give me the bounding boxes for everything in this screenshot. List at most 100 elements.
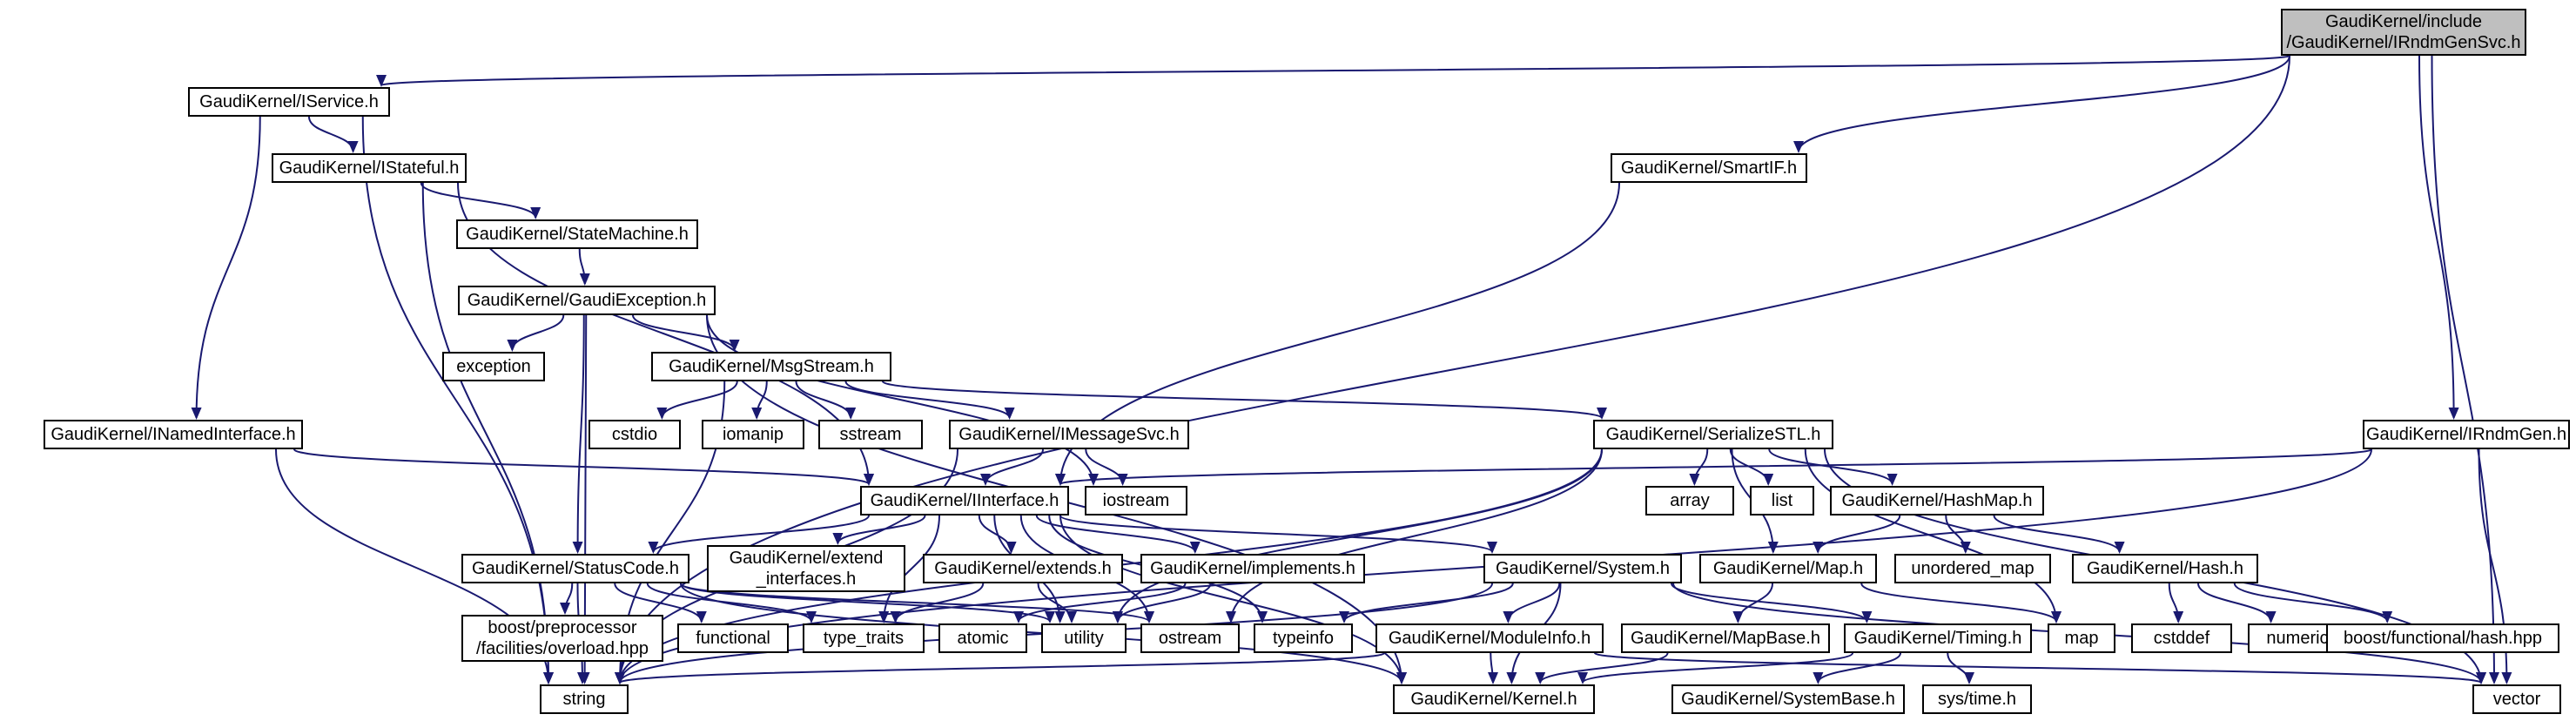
node-label: GaudiKernel/SerializeSTL.h (1605, 425, 1821, 444)
node-istateful[interactable]: GaudiKernel/IStateful.h (272, 153, 467, 183)
edge-root-vector (2431, 55, 2499, 684)
node-iostream: iostream (1085, 486, 1187, 515)
node-boosthash: boost/functional/hash.hpp (2326, 623, 2559, 653)
node-statemachine[interactable]: GaudiKernel/StateMachine.h (456, 219, 698, 249)
node-label: iomanip (722, 425, 784, 444)
node-system[interactable]: GaudiKernel/System.h (1483, 554, 1682, 583)
node-label: atomic (957, 629, 1009, 648)
node-iomanip: iomanip (702, 420, 804, 449)
node-iinterface[interactable]: GaudiKernel/IInterface.h (860, 486, 1069, 515)
edge-hashmap-map_h (1813, 515, 1901, 554)
edge-moduleinfo-kernel (1487, 652, 1498, 684)
edge-gaudiexception-exception (507, 314, 565, 352)
edge-inamedinterface-iinterface (293, 448, 874, 486)
node-timing[interactable]: GaudiKernel/Timing.h (1844, 623, 2032, 653)
node-label: GaudiKernel/IMessageSvc.h (958, 425, 1180, 444)
node-boostpp: boost/preprocessor /facilities/overload.… (461, 615, 663, 662)
node-inamedinterface[interactable]: GaudiKernel/INamedInterface.h (44, 420, 303, 449)
node-label: GaudiKernel/extend _interfaces.h (729, 549, 884, 589)
edge-msgstream-serializestl (882, 381, 1607, 420)
node-label: sstream (839, 425, 902, 444)
node-hash[interactable]: GaudiKernel/Hash.h (2072, 554, 2258, 583)
edge-moduleinfo-vector (1594, 652, 2486, 684)
node-extends[interactable]: GaudiKernel/extends.h (923, 554, 1123, 583)
edge-iinterface-kernel (1059, 515, 1407, 684)
node-iservice[interactable]: GaudiKernel/IService.h (188, 87, 390, 117)
node-label: functional (696, 629, 770, 648)
edge-istateful-statemachine (420, 182, 541, 219)
node-kernel[interactable]: GaudiKernel/Kernel.h (1393, 684, 1595, 714)
node-label: map (2064, 629, 2099, 648)
edge-implements-atomic (1013, 583, 1187, 623)
node-label: vector (2492, 690, 2541, 709)
node-string: string (540, 684, 629, 714)
node-moduleinfo[interactable]: GaudiKernel/ModuleInfo.h (1375, 623, 1604, 653)
node-label: GaudiKernel/Map.h (1712, 559, 1864, 578)
edge-msgstream-cstdio (656, 381, 738, 420)
node-serializestl[interactable]: GaudiKernel/SerializeSTL.h (1593, 420, 1833, 449)
node-implements[interactable]: GaudiKernel/implements.h (1140, 554, 1365, 583)
node-systembase[interactable]: GaudiKernel/SystemBase.h (1671, 684, 1905, 714)
node-label: GaudiKernel/SystemBase.h (1681, 690, 1895, 709)
edge-system-timing (1671, 583, 1873, 623)
node-extendinterfaces[interactable]: GaudiKernel/extend _interfaces.h (707, 545, 905, 592)
node-label: array (1670, 491, 1710, 510)
node-hashmap[interactable]: GaudiKernel/HashMap.h (1830, 486, 2044, 515)
node-gaudiexception[interactable]: GaudiKernel/GaudiException.h (458, 286, 716, 315)
edge-mapbase-kernel (1535, 652, 1669, 684)
edge-hash-cstddef (2168, 583, 2184, 623)
node-label: GaudiKernel/StateMachine.h (466, 225, 689, 244)
node-systime: sys/time.h (1922, 684, 2032, 714)
edge-root-smartif (1793, 55, 2290, 153)
node-label: GaudiKernel/Kernel.h (1410, 690, 1577, 709)
node-utility: utility (1041, 623, 1127, 653)
edge-root-iservice (377, 55, 2290, 87)
node-exception: exception (442, 352, 545, 381)
node-label: exception (456, 357, 531, 376)
edge-system-typeinfo (1339, 583, 1514, 623)
edge-serializestl-array (1689, 448, 1709, 486)
edge-iservice-istateful (308, 116, 359, 153)
node-smartif[interactable]: GaudiKernel/SmartIF.h (1611, 153, 1807, 183)
node-label: GaudiKernel/IService.h (199, 92, 379, 111)
node-label: sys/time.h (1937, 690, 2017, 709)
edge-msgstream-sstream (795, 381, 857, 420)
node-label: GaudiKernel/HashMap.h (1841, 491, 2033, 510)
edge-irndmgen-iinterface (1055, 448, 2372, 486)
edge-hash-numeric (2197, 583, 2277, 623)
edge-gaudiexception-iostream (706, 314, 1099, 486)
node-ostream: ostream (1140, 623, 1240, 653)
edge-implements-utility (1112, 583, 1212, 623)
node-label: typeinfo (1272, 629, 1335, 648)
edge-iinterface-implements (1035, 515, 1201, 554)
node-label: cstddef (2153, 629, 2210, 648)
node-label: unordered_map (1911, 559, 2035, 578)
node-label: cstdio (611, 425, 658, 444)
node-label: utility (1064, 629, 1104, 648)
edge-extends-typetraits (890, 583, 985, 623)
node-irndmgen[interactable]: GaudiKernel/IRndmGen.h (2363, 420, 2570, 449)
node-mapbase[interactable]: GaudiKernel/MapBase.h (1621, 623, 1830, 653)
node-map_std: map (2048, 623, 2115, 653)
edge-iinterface-extends (978, 515, 1017, 554)
edge-hashmap-unorderedmap (1945, 515, 1971, 554)
node-imessagesvc[interactable]: GaudiKernel/IMessageSvc.h (949, 420, 1189, 449)
edge-msgstream-imessagesvc (844, 381, 1015, 420)
node-label: GaudiKernel/IInterface.h (870, 491, 1059, 510)
node-label: GaudiKernel/StatusCode.h (472, 559, 679, 578)
node-label: type_traits (823, 629, 905, 648)
edge-timing-systembase (1813, 652, 1901, 684)
node-label: numeric (2266, 629, 2329, 648)
node-map_h[interactable]: GaudiKernel/Map.h (1699, 554, 1877, 583)
node-label: GaudiKernel/IStateful.h (279, 158, 460, 178)
edge-moduleinfo-string (615, 652, 1385, 684)
node-msgstream[interactable]: GaudiKernel/MsgStream.h (651, 352, 891, 381)
node-label: GaudiKernel/include /GaudiKernel/IRndmGe… (2286, 12, 2521, 52)
node-statuscode[interactable]: GaudiKernel/StatusCode.h (461, 554, 689, 583)
edge-map_h-map_std (1860, 583, 2061, 623)
edge-serializestl-map_std (1804, 448, 2061, 623)
node-label: GaudiKernel/GaudiException.h (467, 291, 707, 310)
edge-system-moduleinfo (1503, 583, 1561, 623)
edge-serializestl-hashmap (1768, 448, 1898, 486)
